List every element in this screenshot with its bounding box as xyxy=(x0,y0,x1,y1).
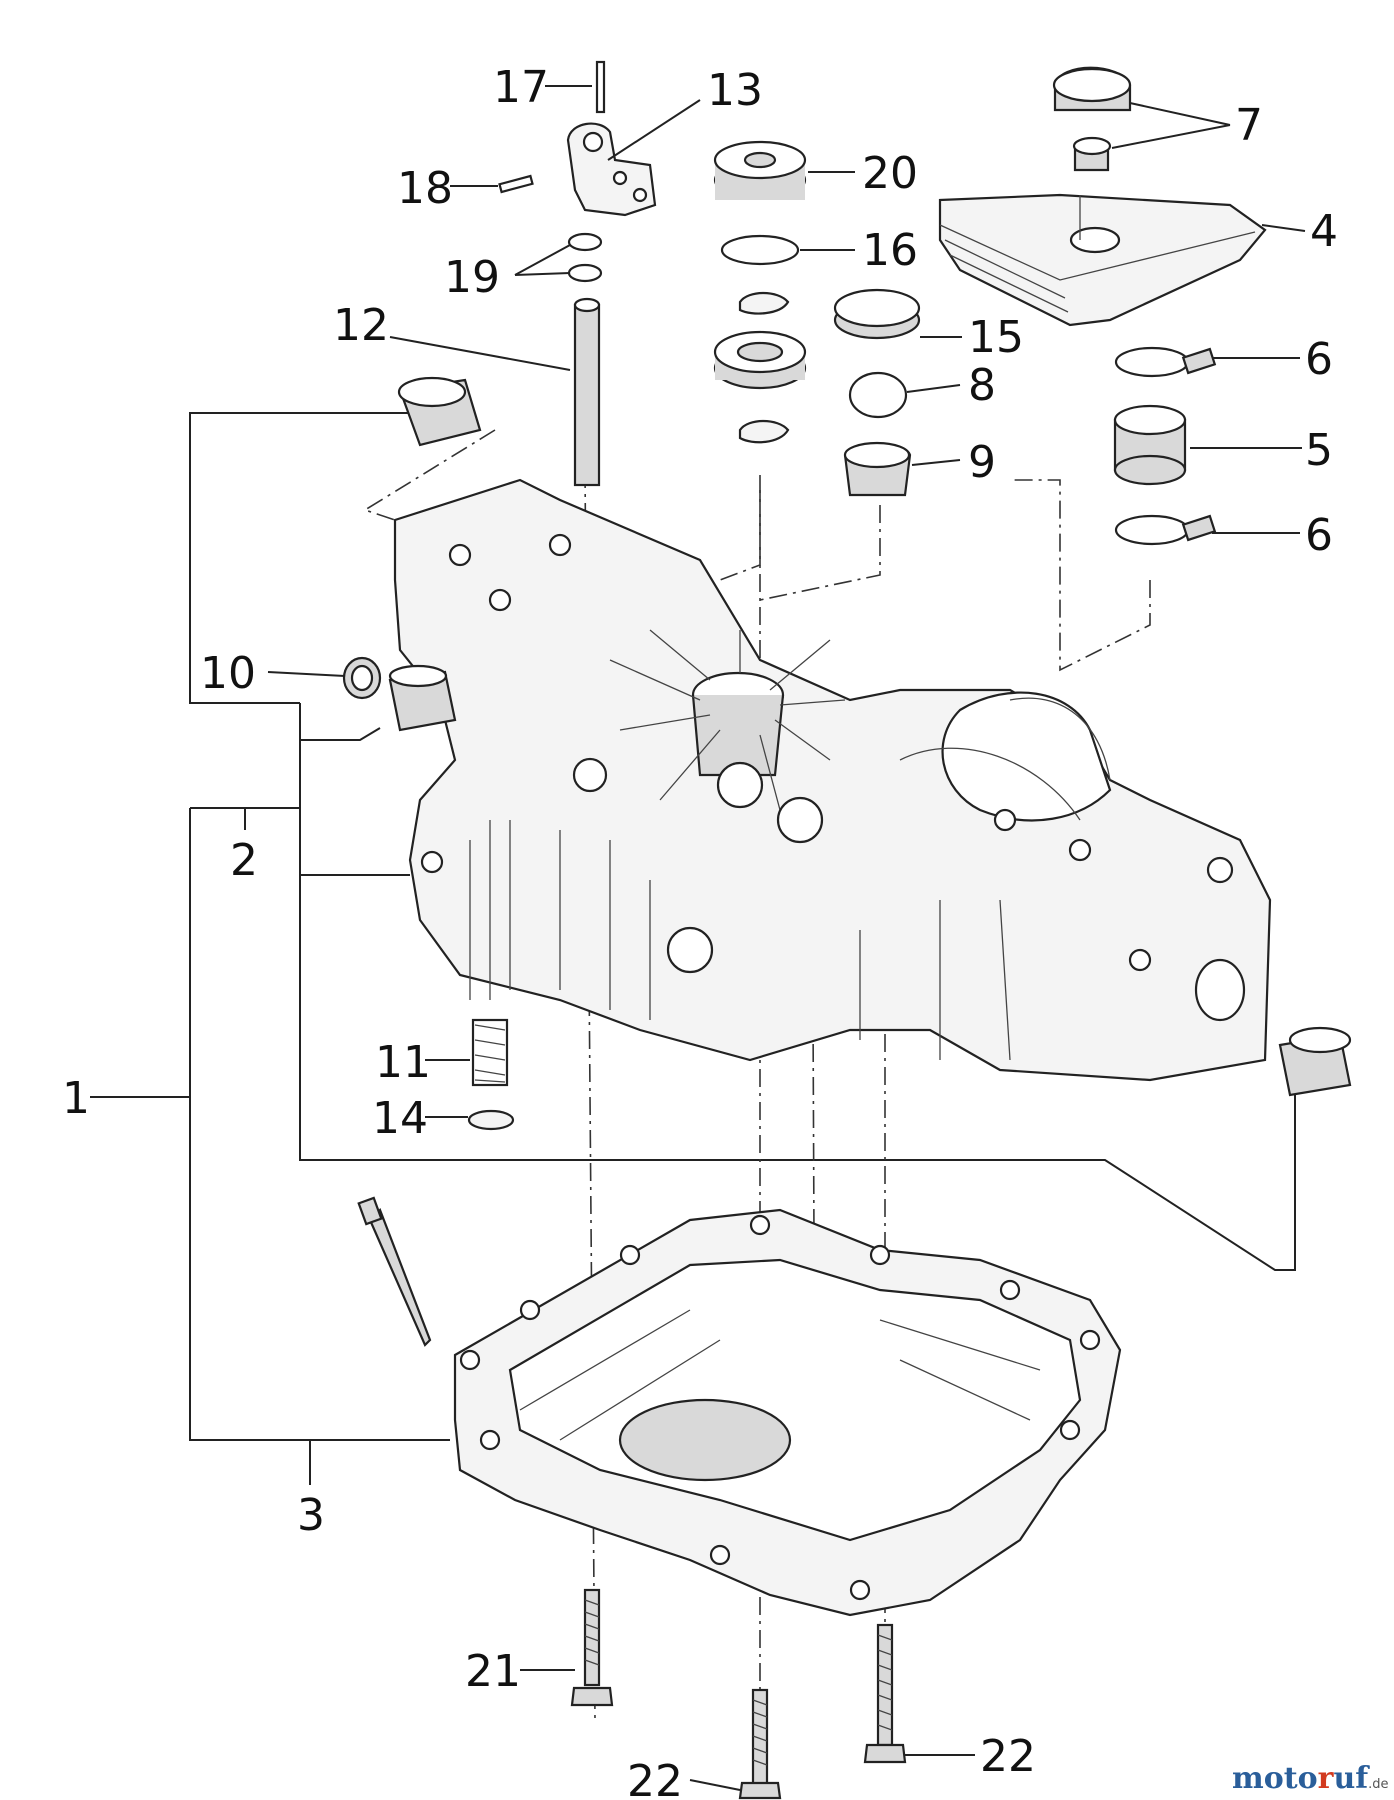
watermark-logo: motoruf.de xyxy=(1232,1761,1389,1796)
callout-7: 7 xyxy=(1235,100,1263,151)
callout-9: 9 xyxy=(968,437,996,488)
callout-2: 2 xyxy=(230,835,258,886)
callout-19: 19 xyxy=(444,252,500,303)
callout-20: 20 xyxy=(862,148,918,199)
callout-8: 8 xyxy=(968,360,996,411)
callout-21: 21 xyxy=(465,1646,521,1697)
callout-3: 3 xyxy=(297,1490,325,1541)
callout-22-left: 22 xyxy=(627,1756,683,1800)
upper-housing xyxy=(393,478,1272,1082)
callout-11: 11 xyxy=(375,1037,431,1088)
callout-labels: 17 13 18 19 12 20 16 15 8 9 7 4 6 5 6 10… xyxy=(62,62,1338,1800)
callout-16: 16 xyxy=(862,225,918,276)
callout-6-upper: 6 xyxy=(1305,334,1333,385)
callout-6-lower: 6 xyxy=(1305,510,1333,561)
callout-4: 4 xyxy=(1310,206,1338,257)
watermark-text-b: uf xyxy=(1333,1761,1370,1796)
callout-22-right: 22 xyxy=(980,1731,1036,1782)
callout-15: 15 xyxy=(968,312,1024,363)
callout-12: 12 xyxy=(333,300,389,351)
callout-18: 18 xyxy=(397,163,453,214)
watermark-text-r: r xyxy=(1318,1761,1335,1796)
grouping-brackets xyxy=(90,412,1296,1485)
callout-13: 13 xyxy=(707,65,763,116)
lower-housing xyxy=(357,1196,1122,1617)
watermark-text-a: moto xyxy=(1232,1761,1318,1796)
callout-17: 17 xyxy=(493,62,549,113)
callout-1: 1 xyxy=(62,1073,90,1124)
svg-text:motoruf.de: motoruf.de xyxy=(1232,1761,1389,1796)
callout-14: 14 xyxy=(372,1093,428,1144)
small-parts xyxy=(342,60,1352,1800)
leader-lines xyxy=(267,85,1306,1791)
watermark-suffix: .de xyxy=(1368,1777,1388,1792)
callout-5: 5 xyxy=(1305,425,1333,476)
callout-10: 10 xyxy=(200,648,256,699)
